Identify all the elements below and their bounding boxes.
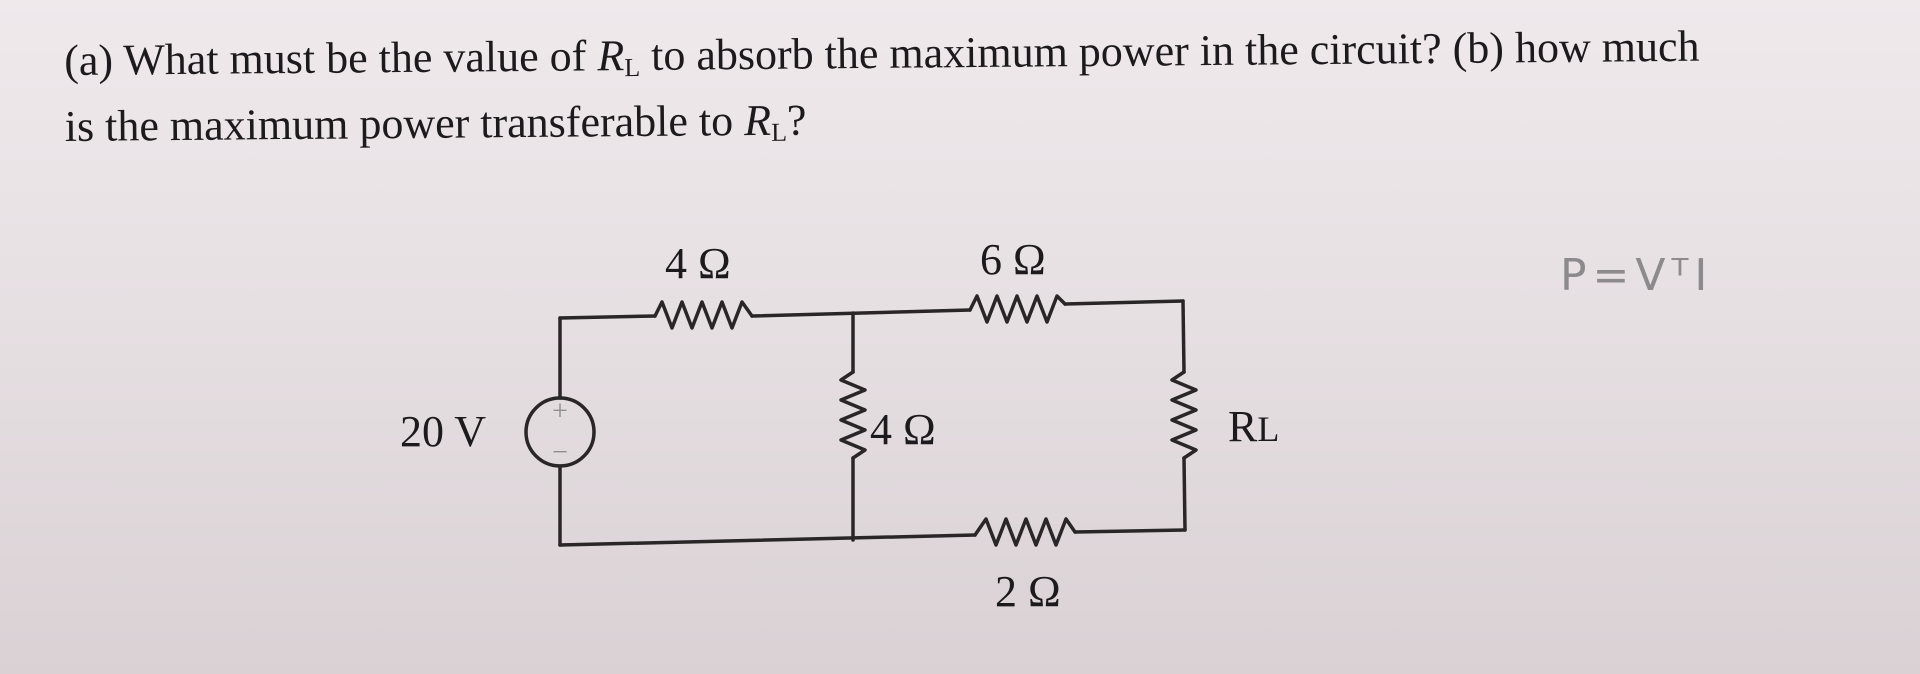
wire-bottom-right	[1073, 528, 1187, 534]
resistor-top-left	[653, 300, 754, 330]
voltage-source	[524, 396, 596, 468]
resistor-bottom-label: 2 Ω	[995, 567, 1061, 616]
resistor-top-right	[968, 294, 1067, 324]
wire-right-top	[1181, 299, 1186, 374]
handwritten-note: P=VᵀI	[1560, 250, 1714, 301]
resistor-top-right-label: 6 Ω	[980, 235, 1046, 284]
wire-top-left	[558, 314, 657, 320]
wire-right-bottom	[1182, 456, 1187, 532]
resistor-load-label: RL	[1228, 402, 1280, 451]
source-minus: −	[552, 437, 568, 468]
source-plus: +	[552, 396, 568, 427]
wire-top-right	[1063, 299, 1185, 306]
resistor-middle	[839, 370, 867, 460]
resistor-bottom	[973, 517, 1077, 547]
wire-bottom	[558, 533, 977, 547]
resistor-load	[1170, 370, 1198, 460]
wire-top-middle	[750, 308, 972, 318]
source-label: 20 V	[400, 407, 486, 456]
resistor-middle-label: 4 Ω	[870, 405, 936, 454]
resistor-top-left-label: 4 Ω	[665, 239, 731, 288]
